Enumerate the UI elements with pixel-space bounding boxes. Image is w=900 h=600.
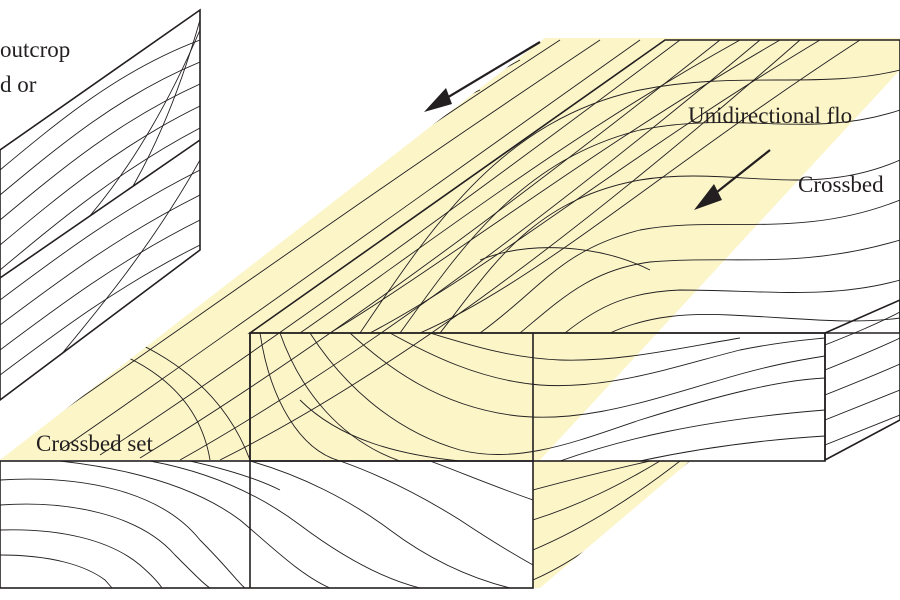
arrow-down-left-icon — [424, 41, 541, 112]
flow-label: Unidirectional flo — [688, 103, 852, 128]
yellow-front-face — [0, 333, 534, 589]
arrow-down-left-icon — [694, 149, 771, 210]
outcrop-panel — [0, 8, 201, 401]
crossbed-set-label: Crossbed set — [36, 431, 154, 456]
right-side-face — [824, 299, 900, 462]
yellow-side-face — [533, 461, 690, 588]
crossbed-label: Crossbed — [798, 172, 884, 197]
outcrop-label-line2: d or — [0, 72, 37, 97]
outcrop-label-line1: outcrop — [0, 37, 70, 62]
